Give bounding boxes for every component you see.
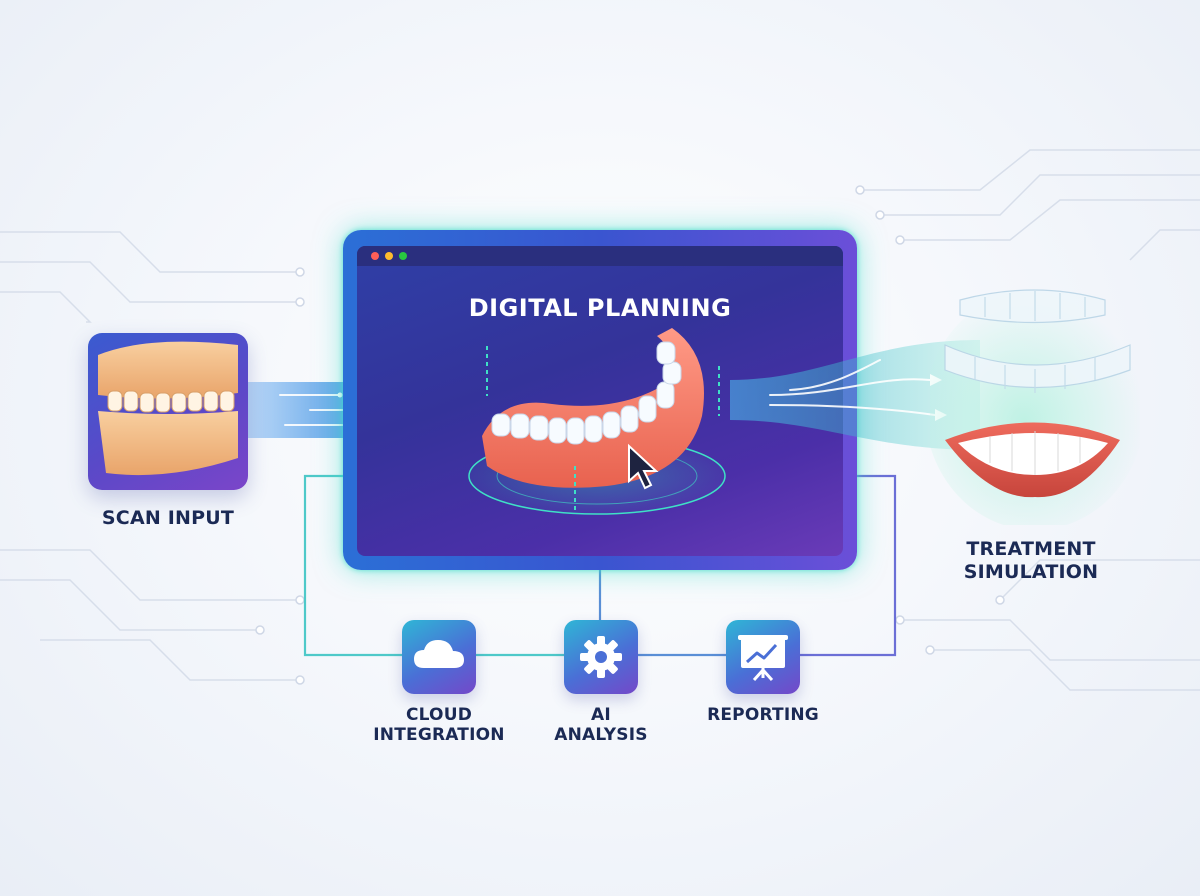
treatment-simulation-visual (930, 289, 1140, 525)
cloud-integration-card (402, 620, 476, 694)
window-title-bar (357, 246, 843, 266)
cloud-integration-label: CLOUD INTEGRATION (373, 705, 505, 746)
scan-input-label: SCAN INPUT (101, 507, 235, 529)
scan-input-card (88, 333, 248, 490)
reporting-card (726, 620, 800, 694)
connector-cloud (303, 474, 404, 657)
dental-arch-3d-model (468, 328, 726, 515)
cloud-icon (414, 640, 464, 668)
window-minimize-dot (385, 252, 393, 260)
cursor-icon (628, 443, 659, 490)
ai-analysis-card (564, 620, 638, 694)
presentation-chart-icon (738, 635, 788, 682)
smile-icon (945, 422, 1120, 498)
window-close-dot (371, 252, 379, 260)
treatment-simulation-label: TREATMENT SIMULATION (963, 538, 1099, 583)
digital-planning-title: DIGITAL PLANNING (468, 294, 732, 322)
gear-icon (580, 636, 622, 678)
clear-aligners-icon (944, 289, 1131, 393)
connector-reporting (798, 474, 897, 657)
reporting-label: REPORTING (707, 705, 819, 725)
dental-model-icon (98, 341, 238, 476)
ai-analysis-label: AI ANALYSIS (554, 705, 648, 746)
window-maximize-dot (399, 252, 407, 260)
